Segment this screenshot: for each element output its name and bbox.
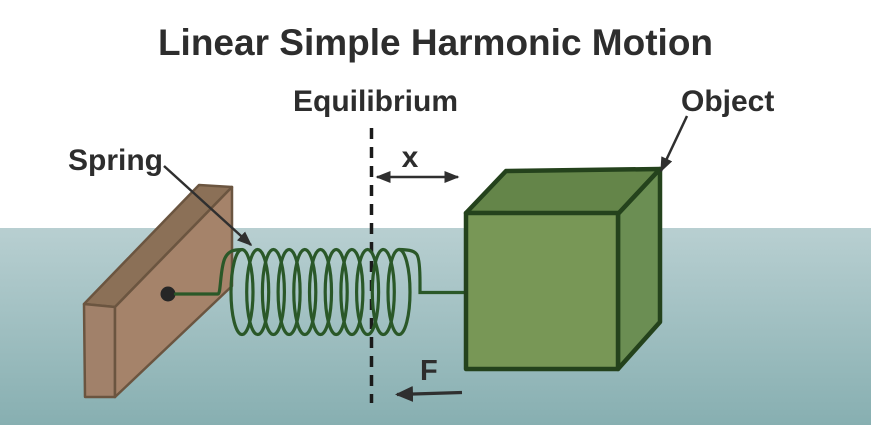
annotation-arrows (163, 115, 689, 403)
cube-front-face (463, 210, 621, 372)
wall-anchor-dot (160, 286, 176, 302)
spring-wire-left (173, 247, 244, 296)
diagram-title: Linear Simple Harmonic Motion (157, 22, 714, 63)
wall-end-face (82, 302, 117, 399)
equilibrium-label: Equilibrium (293, 85, 458, 118)
spring-wire-right (397, 247, 467, 295)
force-label: F (420, 355, 438, 387)
object-cube (463, 166, 663, 372)
spring-label: Spring (68, 144, 163, 177)
spring-pointer-arrow (163, 165, 253, 247)
spring-coil (173, 247, 467, 337)
displacement-label: x (401, 141, 419, 174)
force-arrow (395, 386, 463, 403)
object-pointer-arrow (659, 115, 689, 173)
object-label: Object (681, 85, 775, 118)
